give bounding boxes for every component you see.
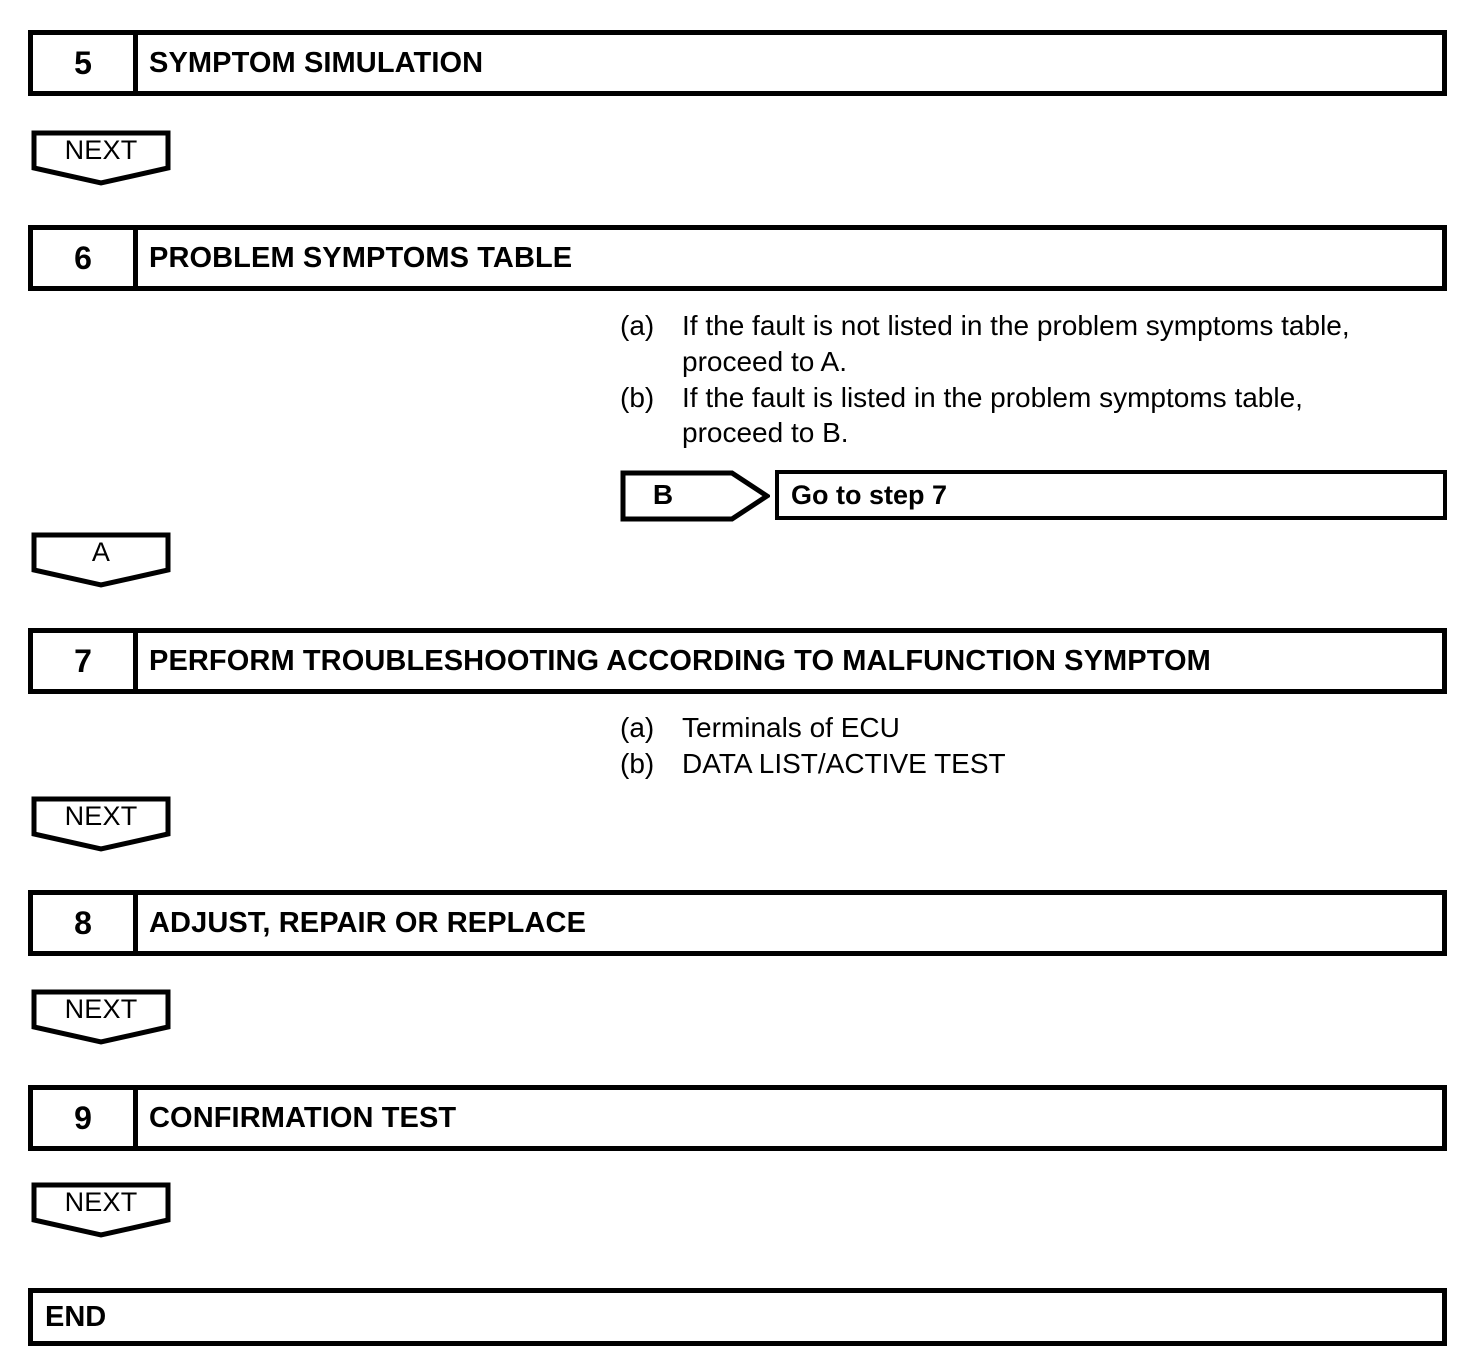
end-box: END — [28, 1288, 1447, 1346]
note-item: (b) If the fault is listed in the proble… — [620, 380, 1430, 452]
step-title-6: PROBLEM SYMPTOMS TABLE — [138, 225, 1447, 291]
note-item: (a) If the fault is not listed in the pr… — [620, 308, 1430, 380]
branch-b-target-box: Go to step 7 — [775, 470, 1447, 520]
note-marker: (a) — [620, 310, 655, 341]
connector-branch-b: B — [620, 470, 770, 522]
note-line-1: If the fault is not listed in the proble… — [682, 310, 1350, 341]
step-bar-8: 8 ADJUST, REPAIR OR REPLACE — [28, 890, 1447, 956]
step-number-6: 6 — [28, 225, 138, 291]
pentagon-down-icon — [31, 989, 171, 1045]
step-bar-7: 7 PERFORM TROUBLESHOOTING ACCORDING TO M… — [28, 628, 1447, 694]
step-title-8: ADJUST, REPAIR OR REPLACE — [138, 890, 1447, 956]
step-title-7: PERFORM TROUBLESHOOTING ACCORDING TO MAL… — [138, 628, 1447, 694]
step-number-5: 5 — [28, 30, 138, 96]
step-number-8: 8 — [28, 890, 138, 956]
note-text: If the fault is listed in the problem sy… — [682, 380, 1430, 452]
step-bar-5: 5 SYMPTOM SIMULATION — [28, 30, 1447, 96]
note-marker: (a) — [620, 712, 655, 743]
step-6-notes: (a) If the fault is not listed in the pr… — [620, 308, 1430, 451]
step-title-5: SYMPTOM SIMULATION — [138, 30, 1447, 96]
note-item: (a) Terminals of ECU — [620, 710, 1320, 746]
step-number-7: 7 — [28, 628, 138, 694]
step-number-9: 9 — [28, 1085, 138, 1151]
note-item: (b) DATA LIST/ACTIVE TEST — [620, 746, 1320, 782]
note-line-2: proceed to B. — [682, 417, 849, 449]
note-marker: (b) — [620, 381, 655, 413]
step-title-9: CONFIRMATION TEST — [138, 1085, 1447, 1151]
connector-next-after-step-8: NEXT — [31, 989, 171, 1045]
arrow-right-icon — [620, 470, 770, 522]
pentagon-down-icon — [31, 130, 171, 186]
note-line-2: proceed to A. — [682, 345, 848, 377]
step-7-notes: (a) Terminals of ECU (b) DATA LIST/ACTIV… — [620, 710, 1320, 783]
note-marker: (b) — [620, 748, 655, 780]
note-line-1: If the fault is listed in the problem sy… — [682, 381, 1303, 413]
step-bar-6: 6 PROBLEM SYMPTOMS TABLE — [28, 225, 1447, 291]
pentagon-down-icon — [31, 1182, 171, 1238]
pentagon-down-icon — [31, 532, 171, 588]
pentagon-down-icon — [31, 796, 171, 852]
connector-next-after-step-5: NEXT — [31, 130, 171, 186]
note-text: Terminals of ECU — [682, 712, 900, 743]
connector-next-after-step-7: NEXT — [31, 796, 171, 852]
note-text: If the fault is not listed in the proble… — [682, 308, 1430, 380]
connector-branch-a: A — [31, 532, 171, 588]
connector-next-after-step-9: NEXT — [31, 1182, 171, 1238]
note-text: DATA LIST/ACTIVE TEST — [682, 748, 1006, 780]
step-bar-9: 9 CONFIRMATION TEST — [28, 1085, 1447, 1151]
